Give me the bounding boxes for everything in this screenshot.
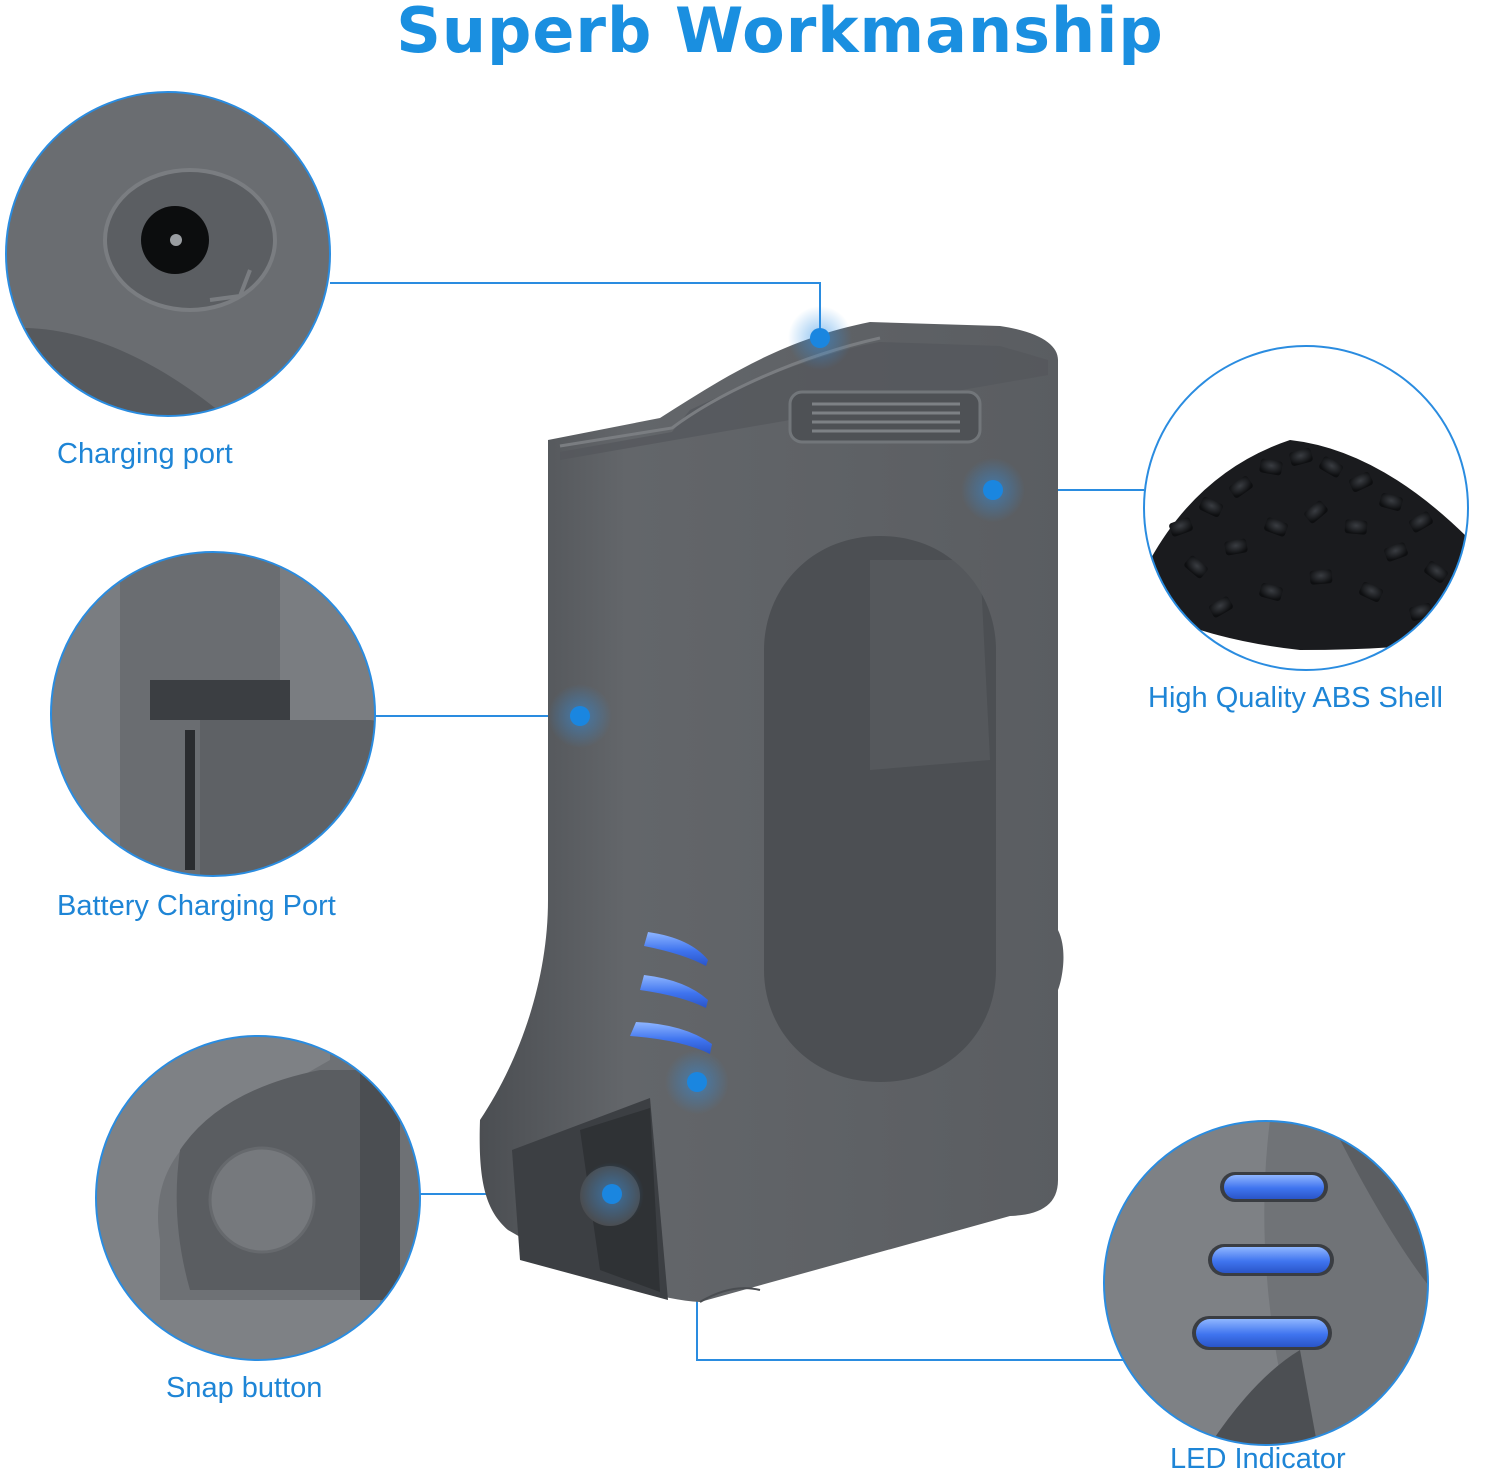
- body-led-indicators: [630, 932, 712, 1054]
- battery-charging-port-label: Battery Charging Port: [57, 890, 336, 922]
- battery-body: [479, 322, 1064, 1303]
- abs-pellets-closeup: [1144, 346, 1468, 670]
- snap-button-ring: [95, 1035, 421, 1361]
- abs-pellets-ring: [1143, 345, 1469, 671]
- snap-button-label: Snap button: [166, 1372, 323, 1404]
- led-indicator-label: LED Indicator: [1170, 1443, 1346, 1475]
- led-indicator-closeup: [1104, 1121, 1428, 1445]
- charging-port-ring: [5, 91, 331, 417]
- battery-contacts-closeup: [51, 552, 375, 876]
- charging-port-label: Charging port: [57, 438, 233, 470]
- page-title: Superb Workmanship: [396, 0, 1164, 67]
- hotspots: [548, 306, 1025, 1226]
- led-indicator-ring: [1103, 1120, 1429, 1446]
- closeup-led-slots: [1192, 1172, 1334, 1350]
- charging-port-closeup: [6, 92, 330, 416]
- battery-contacts-ring: [50, 551, 376, 877]
- abs-shell-label: High Quality ABS Shell: [1148, 682, 1443, 714]
- snap-button-closeup: [96, 1036, 420, 1360]
